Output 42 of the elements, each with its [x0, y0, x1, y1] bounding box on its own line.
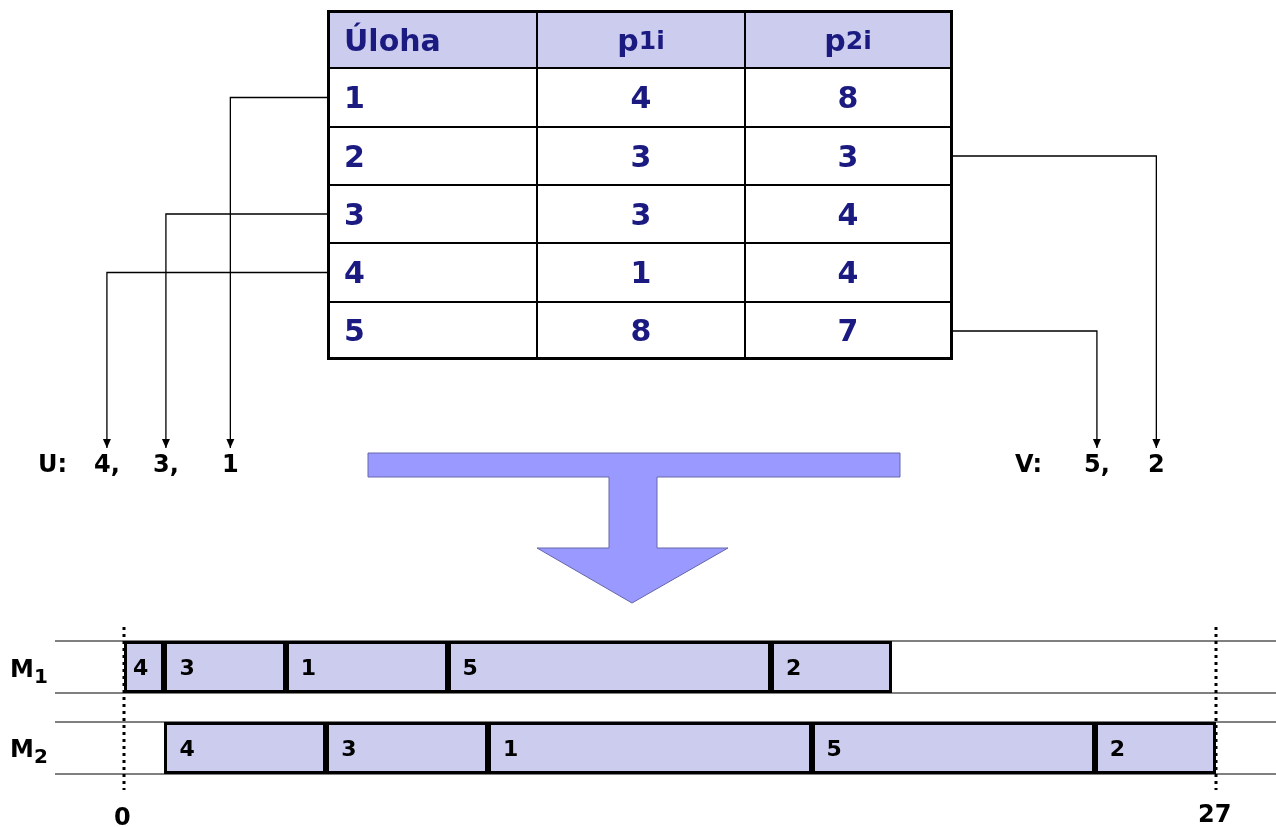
arrow	[161, 213, 328, 449]
task-bar: 1	[488, 722, 812, 774]
table-cell: 1	[327, 68, 537, 127]
arrow	[952, 330, 1101, 449]
task-bar: 4	[124, 641, 165, 693]
machine-label: M$_{2}$	[10, 735, 48, 768]
table-cell: 4	[745, 185, 953, 243]
sequence-item: 5,	[1084, 450, 1110, 478]
table-cell: 7	[745, 302, 953, 360]
table-cell: 4	[537, 68, 745, 127]
table-cell: 8	[537, 302, 745, 360]
sequence-item: 2	[1148, 450, 1165, 478]
table-cell: 1	[537, 243, 745, 302]
arrow	[226, 96, 328, 449]
task-bar: 3	[164, 641, 286, 693]
task-bar: 4	[164, 722, 327, 774]
table-cell: 5	[327, 302, 537, 360]
sequence-item: 3,	[153, 450, 179, 478]
table-cell: 4	[327, 243, 537, 302]
table-cell: 2	[327, 127, 537, 185]
table-cell: 3	[537, 185, 745, 243]
table-cell: 3	[745, 127, 953, 185]
sequence-item: 1	[222, 450, 239, 478]
list-label: V:	[1015, 450, 1043, 478]
table-cell: 4	[745, 243, 953, 302]
table-cell: 8	[745, 68, 953, 127]
header-cell: Úloha	[327, 10, 537, 68]
task-bar: 3	[326, 722, 488, 774]
machine-label: M$_{1}$	[10, 655, 48, 688]
task-bar: 5	[811, 722, 1095, 774]
arrow	[102, 271, 328, 449]
task-bar: 2	[1094, 722, 1216, 774]
axis-value: 27	[1198, 800, 1232, 827]
table-cell: 3	[327, 185, 537, 243]
table-cell: 3	[537, 127, 745, 185]
sequence-item: 4,	[94, 450, 120, 478]
axis-value: 0	[114, 803, 131, 827]
list-label: U:	[38, 450, 68, 478]
task-bar: 2	[771, 641, 893, 693]
arrow	[952, 155, 1161, 449]
task-bar: 5	[447, 641, 772, 693]
task-bar: 1	[285, 641, 448, 693]
